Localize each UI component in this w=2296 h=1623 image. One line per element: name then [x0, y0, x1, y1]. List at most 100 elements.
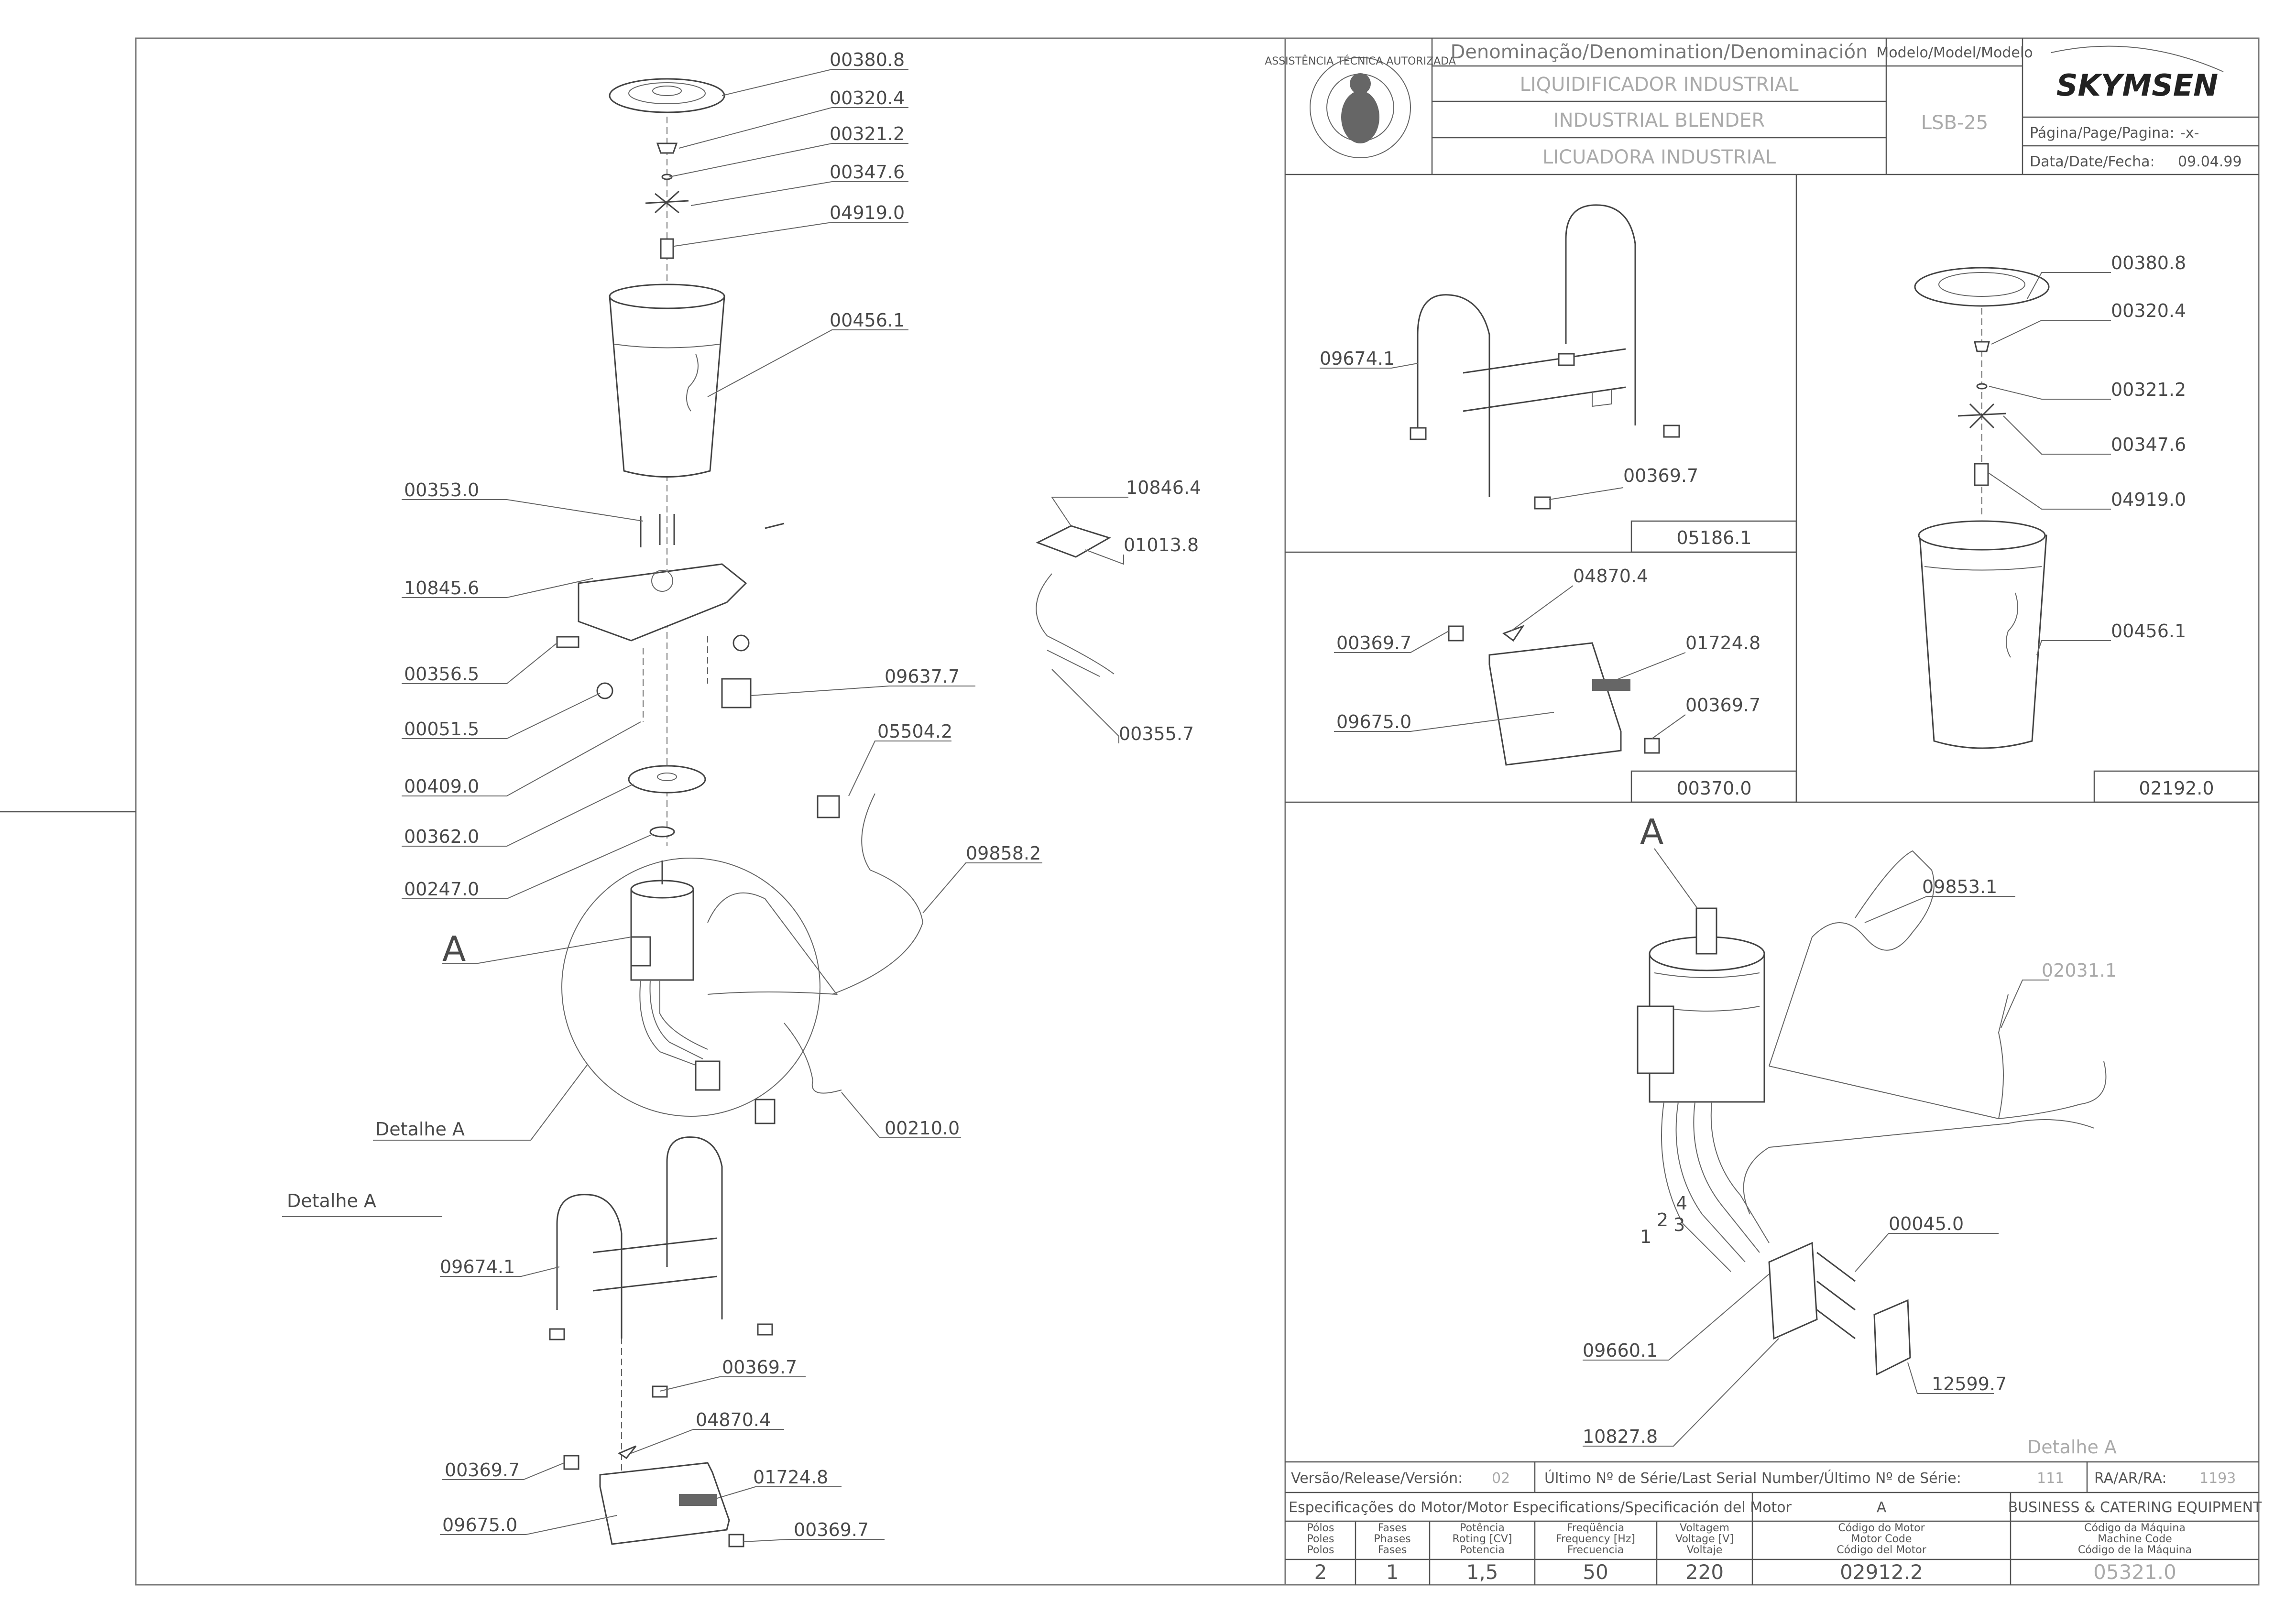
svg-text:Voltagem: Voltagem: [1680, 1522, 1729, 1534]
detail-callout-12599-7: 12599.7: [1932, 1373, 2007, 1394]
jar-callout-00347-6: 00347.6: [2111, 434, 2186, 455]
business-label: BUSINESS & CATERING EQUIPMENT: [2008, 1499, 2262, 1516]
callout-09637-7: 09637.7: [885, 666, 960, 687]
motor-spec-columns: Pólos Poles Polos 2 Fases Phases Fases 1…: [1307, 1522, 2192, 1584]
svg-text:Phases: Phases: [1374, 1533, 1410, 1545]
stand-view: [1320, 204, 1680, 510]
jar-callout-00456-1: 00456.1: [2111, 621, 2186, 642]
callout-00051-5: 00051.5: [404, 719, 479, 740]
svg-text:Freqüência: Freqüência: [1567, 1522, 1624, 1534]
callout-00369-7-a: 00369.7: [722, 1357, 797, 1378]
callout-00380-8: 00380.8: [830, 49, 905, 70]
svg-text:Código da Máquina: Código da Máquina: [2084, 1522, 2186, 1534]
base-callout-00369-7-b: 00369.7: [1685, 695, 1760, 716]
frequency-value: 50: [1583, 1560, 1608, 1584]
svg-text:Potencia: Potencia: [1460, 1544, 1505, 1556]
detail-callout-02031-1: 02031.1: [2042, 960, 2117, 981]
callout-00356-5: 00356.5: [404, 664, 479, 685]
brand-logo: SKYMSEN: [2056, 68, 2218, 103]
ra-label: RA/AR/RA:: [2094, 1470, 2166, 1487]
callout-00369-7-b: 00369.7: [445, 1460, 520, 1481]
left-exploded-view: [549, 78, 1115, 1547]
svg-text:Voltage [V]: Voltage [V]: [1675, 1533, 1734, 1545]
callout-00353-0: 00353.0: [404, 479, 479, 501]
svg-text:Fases: Fases: [1378, 1522, 1407, 1534]
svg-text:Polos: Polos: [1307, 1544, 1334, 1556]
callout-01013-8: 01013.8: [1124, 534, 1199, 556]
name-en: INDUSTRIAL BLENDER: [1553, 109, 1765, 131]
svg-text:Machine Code: Machine Code: [2098, 1533, 2172, 1545]
base-view: [1334, 585, 1686, 766]
base-callout-01724-8: 01724.8: [1685, 632, 1760, 654]
detail-a-title: Detalhe A: [2027, 1437, 2117, 1458]
wire-number-3: 3: [1673, 1214, 1685, 1235]
wire-number-4: 4: [1676, 1193, 1687, 1214]
base-callout-00369-7-a: 00369.7: [1336, 632, 1411, 654]
drawing-border: [135, 37, 2260, 1586]
callout-00247-0: 00247.0: [404, 879, 479, 900]
jar-callout-00380-8: 00380.8: [2111, 252, 2186, 273]
wire-number-2: 2: [1657, 1209, 1668, 1231]
callout-09675-0: 09675.0: [442, 1514, 517, 1536]
wire-number-1: 1: [1640, 1226, 1651, 1247]
svg-text:Frequency [Hz]: Frequency [Hz]: [1556, 1533, 1635, 1545]
base-callout-04870-4: 04870.4: [1573, 566, 1648, 587]
jar-view: [1914, 267, 2111, 749]
service-seal-icon: [1310, 57, 1411, 158]
detail-callout-10827-8: 10827.8: [1583, 1426, 1658, 1447]
detail-callout-00045-0: 00045.0: [1889, 1213, 1964, 1234]
model-number: LSB-25: [1921, 112, 1988, 134]
jar-assembly-number: 02192.0: [2139, 778, 2214, 799]
callout-09858-2: 09858.2: [966, 843, 1041, 864]
svg-text:Fases: Fases: [1378, 1544, 1407, 1556]
name-es: LICUADORA INDUSTRIAL: [1542, 146, 1776, 168]
detail-callout-a: A: [1640, 812, 1663, 852]
stand-part: [556, 1194, 623, 1339]
date-label: Data/Date/Fecha:: [2030, 153, 2155, 170]
motor-letter: A: [1877, 1499, 1887, 1516]
motor-code-value: 02912.2: [1840, 1560, 1923, 1584]
stand-callout-00369-7: 00369.7: [1623, 465, 1698, 486]
callout-10845-6: 10845.6: [404, 577, 479, 599]
date-value: 09.04.99: [2178, 153, 2242, 170]
phases-value: 1: [1386, 1560, 1399, 1584]
poles-value: 2: [1314, 1560, 1327, 1584]
callout-00355-7: 00355.7: [1119, 723, 1194, 744]
callout-00409-0: 00409.0: [404, 776, 479, 797]
version-label: Versão/Release/Versión:: [1291, 1470, 1463, 1487]
svg-text:Código do Motor: Código do Motor: [1838, 1522, 1925, 1534]
detail-callout-09660-1: 09660.1: [1583, 1340, 1658, 1361]
detail-a-view: [1583, 848, 2107, 1447]
jar-callout-00321-2: 00321.2: [2111, 379, 2186, 400]
denomination-header: Denominação/Denomination/Denominación: [1450, 41, 1868, 63]
page-value: -x-: [2180, 125, 2199, 142]
svg-text:Código de la Máquina: Código de la Máquina: [2078, 1544, 2192, 1556]
voltage-value: 220: [1685, 1560, 1724, 1584]
svg-text:Motor Code: Motor Code: [1851, 1533, 1912, 1545]
serial-value: 111: [2037, 1470, 2064, 1487]
serial-label: Último Nº de Série/Last Serial Number/Úl…: [1544, 1469, 1961, 1487]
machine-code-value: 05321.0: [2093, 1560, 2176, 1584]
svg-text:Frecuencia: Frecuencia: [1567, 1544, 1624, 1556]
ra-value: 1193: [2199, 1470, 2236, 1487]
svg-text:Potência: Potência: [1460, 1522, 1505, 1534]
callout-01724-8: 01724.8: [753, 1467, 828, 1488]
motor-spec-label: Especificações do Motor/Motor Especifica…: [1289, 1499, 1792, 1516]
callout-00362-0: 00362.0: [404, 826, 479, 847]
callout-00321-2: 00321.2: [830, 123, 905, 144]
detail-a-circle: [561, 858, 820, 1117]
detail-callout-09853-1: 09853.1: [1922, 876, 1997, 897]
model-header: Modelo/Model/Modelo: [1876, 44, 2033, 61]
callout-10846-4: 10846.4: [1126, 477, 1201, 498]
right-panel-frame: [1284, 37, 2260, 1586]
stand-assembly-number: 05186.1: [1676, 527, 1751, 548]
callout-00456-1: 00456.1: [830, 310, 905, 331]
jar-callout-04919-0: 04919.0: [2111, 489, 2186, 510]
title-block: ASSISTÊNCIA TÉCNICA AUTORIZADA SKYMSEN: [1265, 38, 2259, 175]
left-leaders: [282, 69, 1128, 1542]
callout-00210-0: 00210.0: [885, 1118, 960, 1139]
detail-a-label: Detalhe A: [375, 1119, 465, 1140]
version-value: 02: [1492, 1470, 1510, 1487]
svg-text:Voltaje: Voltaje: [1687, 1544, 1723, 1556]
svg-text:Código del Motor: Código del Motor: [1837, 1544, 1926, 1556]
